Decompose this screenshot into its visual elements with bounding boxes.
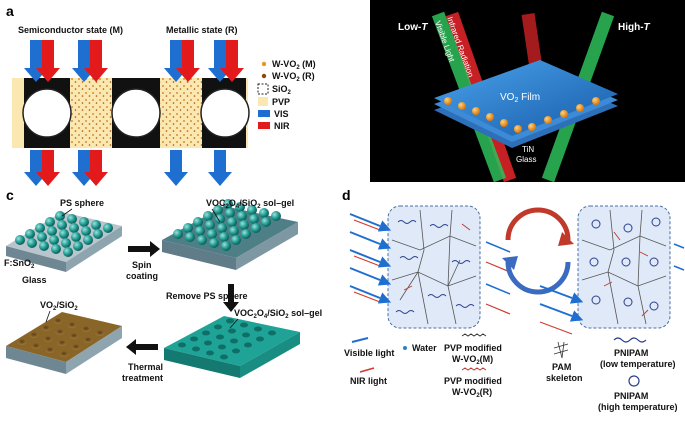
vo2-particles	[444, 97, 600, 133]
panel-c-letter: c	[6, 187, 14, 203]
pnipam-coils-right	[589, 217, 661, 311]
pam-skeleton-icon	[553, 341, 569, 359]
panel-c: c PS sphere F:SnO2 Glass Spin coating	[4, 187, 322, 383]
sio2-swatch	[257, 83, 269, 95]
w-vo2-dots	[160, 78, 202, 148]
vo2-film-label: VO2 Film	[500, 92, 540, 104]
slab-sol-gel	[162, 199, 298, 270]
thermal-label: Thermal	[128, 362, 163, 372]
pnipam-low-legend-2: (low temperature)	[600, 359, 676, 369]
panel-b-letter: b	[374, 3, 383, 19]
tin-label: TiN	[522, 145, 534, 154]
pnipam-high-icon	[628, 375, 640, 387]
low-t-label: Low-T	[398, 22, 428, 33]
high-t-label: High-T	[618, 22, 651, 33]
w-vo2-m-dot	[261, 61, 267, 67]
incoming-light-right	[539, 285, 584, 335]
sio2-sphere	[111, 88, 161, 138]
sol-gel-label-bottom: VOC2O4/SiO2 sol–gel	[234, 308, 322, 320]
panel-d-letter: d	[342, 187, 351, 203]
sio2-sphere	[200, 88, 250, 138]
spin-label: Spin	[132, 260, 152, 270]
treatment-label: treatment	[122, 373, 163, 383]
incoming-light-left	[349, 213, 392, 304]
remove-ps-label: Remove PS sphere	[166, 291, 248, 301]
pam-network-left	[391, 209, 477, 325]
pvp-r-legend-2: W-VO2(R)	[452, 387, 492, 399]
spin-coating-arrow	[128, 241, 160, 257]
visible-light-legend: Visible light	[344, 348, 394, 358]
pvp-r-right	[603, 231, 649, 317]
output-light-right	[673, 243, 685, 271]
coating-label: coating	[126, 271, 158, 281]
pvp-m-icon	[461, 333, 487, 337]
vo2-film	[434, 60, 618, 136]
pnipam-high-legend-2: (high temperature)	[598, 402, 678, 412]
output-light-left	[485, 241, 511, 315]
nir-swatch	[258, 122, 270, 129]
slab-ps-spheres	[6, 211, 122, 272]
vis-swatch	[258, 110, 270, 117]
thermal-treatment-arrow	[126, 339, 158, 355]
panel-a-letter: a	[6, 3, 14, 19]
legend-sio2: SiO2	[272, 84, 292, 96]
ps-sphere-label: PS sphere	[60, 198, 104, 208]
panel-a: a Semiconductor state (M) Metallic state…	[6, 3, 316, 186]
panel-b: b Low-T High-T Infrared Radiation Visibl…	[370, 0, 685, 183]
pvp-r-icon	[461, 367, 487, 371]
glass-label-c: Glass	[22, 275, 47, 285]
pam-legend-2: skeleton	[546, 373, 583, 383]
sol-gel-label-top: VOC2O4/SiO2 sol–gel	[206, 198, 294, 210]
nir-light-legend: NIR light	[350, 376, 387, 386]
pvp-swatch	[258, 97, 268, 106]
hydrogel-high-temperature	[577, 205, 671, 329]
transmitted-arrows	[24, 150, 232, 186]
semiconductor-state-label: Semiconductor state (M)	[18, 25, 123, 35]
vo2-sio2-label: VO2/SiO2	[40, 300, 78, 312]
water-legend: Water	[412, 343, 437, 353]
cooling-arrow	[505, 261, 571, 295]
legend-pvp: PVP	[272, 97, 290, 107]
glass-label: Glass	[516, 155, 536, 164]
panel-d: d	[342, 187, 685, 412]
w-vo2-r-dot	[261, 73, 267, 79]
pam-network-right	[581, 209, 667, 325]
pvp-m-legend-2: W-VO2(M)	[452, 354, 493, 366]
slab-vo2-sio2	[6, 312, 122, 374]
slab-remove-ps	[164, 316, 300, 378]
metallic-state-label: Metallic state (R)	[166, 25, 238, 35]
remove-ps-arrow	[223, 284, 239, 312]
hydrogel-low-temperature	[387, 205, 481, 329]
pnipam-low-icon	[613, 337, 647, 343]
water-icon	[403, 346, 407, 350]
panel-a-legend: W-VO2 (M) W-VO2 (R) SiO2 PVP VIS NIR	[257, 59, 316, 131]
pvp-r-left	[403, 223, 471, 291]
pam-legend-1: PAM	[552, 362, 571, 372]
pvp-m-legend-1: PVP modified	[444, 343, 502, 353]
legend-nir: NIR	[274, 121, 290, 131]
w-vo2-dots	[70, 78, 112, 148]
incoming-arrows	[24, 40, 244, 82]
pnipam-high-legend-1: PNIPAM	[614, 391, 648, 401]
heating-arrow	[505, 207, 571, 241]
sio2-sphere	[22, 88, 72, 138]
legend-vis: VIS	[274, 109, 289, 119]
legend-w-vo2-r: W-VO2 (R)	[272, 71, 315, 83]
pnipam-low-legend-1: PNIPAM	[614, 348, 648, 358]
pnipam-chains-left	[395, 220, 475, 314]
legend-w-vo2-m: W-VO2 (M)	[272, 59, 316, 71]
panel-d-legend: Visible light Water NIR light PVP modifi…	[344, 333, 678, 412]
fsno2-label: F:SnO2	[4, 258, 35, 270]
pvp-r-legend-1: PVP modified	[444, 376, 502, 386]
